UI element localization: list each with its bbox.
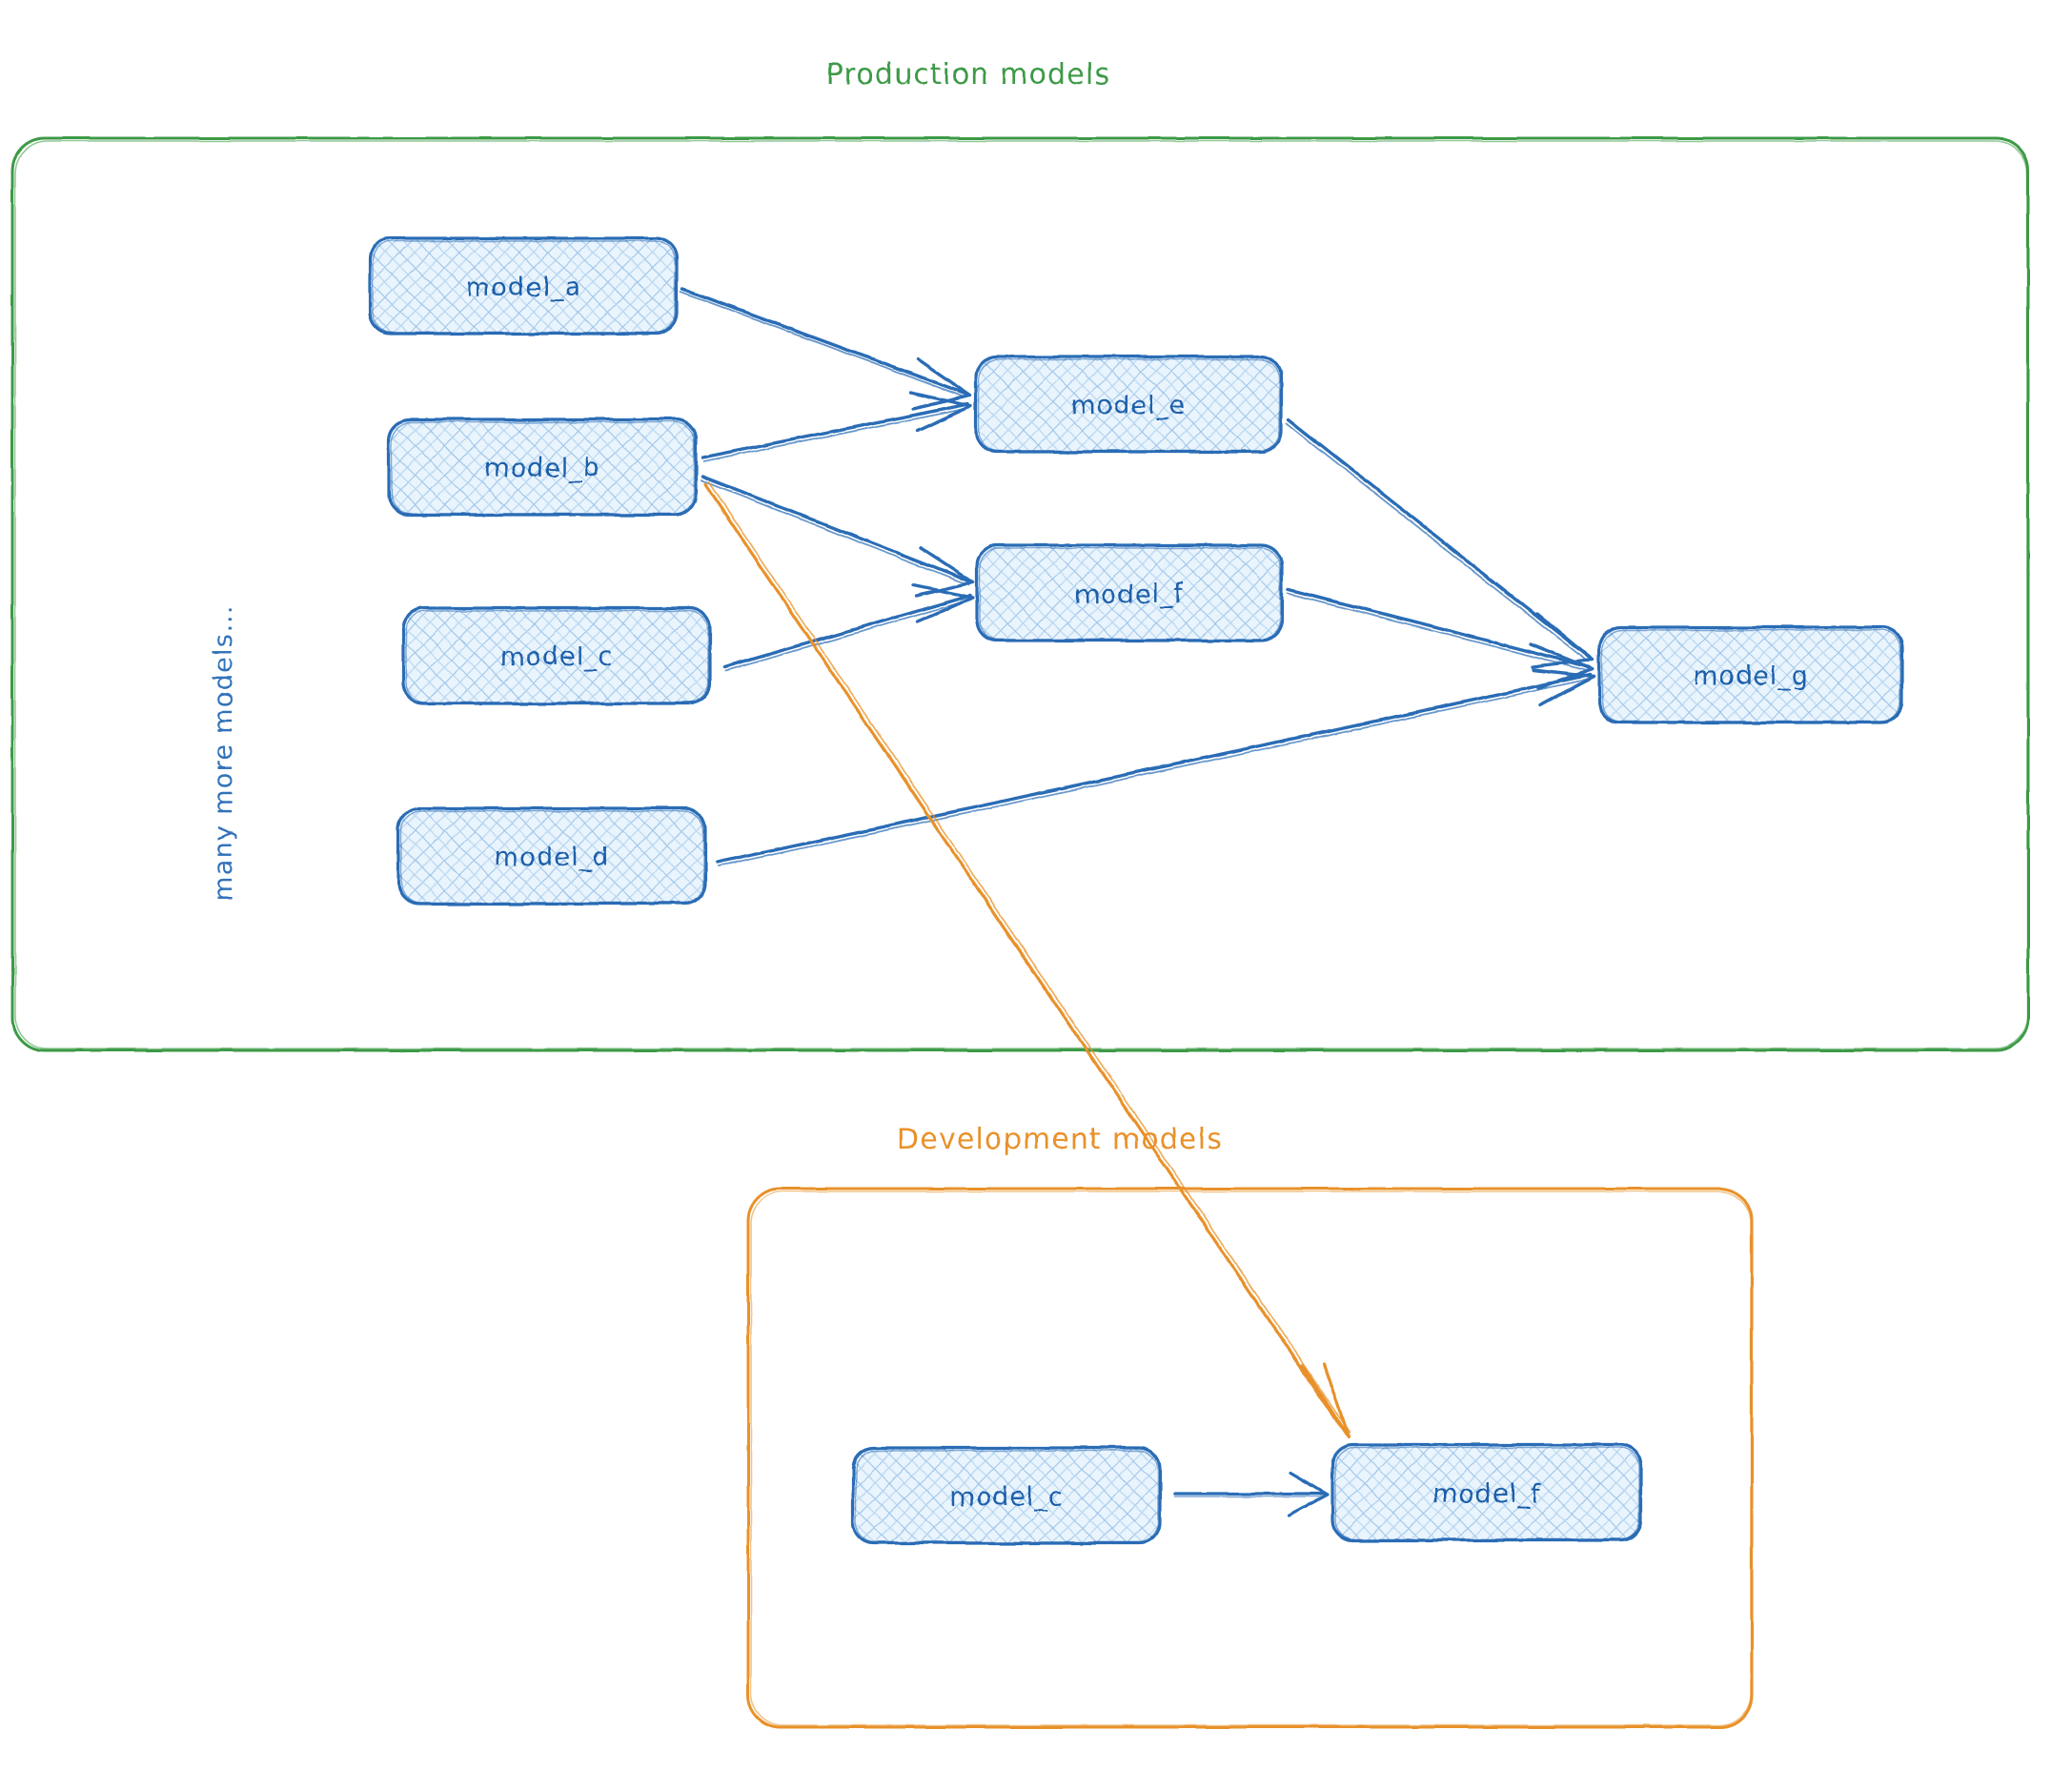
development-group-title: Development models — [897, 1123, 1223, 1156]
node-prod_model_f[interactable]: model_f — [975, 543, 1284, 642]
node-prod_model_e[interactable]: model_e — [974, 355, 1283, 454]
node-border — [851, 1446, 1162, 1545]
production-group-border-sketch — [14, 140, 2028, 1049]
node-dev_model_f[interactable]: model_f — [1331, 1443, 1643, 1542]
node-border-sketch — [979, 547, 1281, 641]
edge-c-to-f — [722, 583, 975, 672]
node-fill — [977, 545, 1282, 641]
edge-f-to-g — [1287, 587, 1595, 690]
node-border — [975, 543, 1284, 642]
node-border — [401, 606, 712, 705]
edge-b-to-dev-model-f — [703, 481, 1351, 1439]
node-dev_model_c[interactable]: model_c — [851, 1446, 1162, 1545]
node-fill — [1599, 627, 1902, 723]
node-fill — [1332, 1445, 1641, 1540]
edge-devc-to-devf — [1172, 1471, 1330, 1517]
edges-layer — [680, 287, 1595, 1517]
edge-a-to-e — [680, 287, 972, 411]
node-border — [396, 806, 707, 906]
node-border-sketch — [978, 358, 1280, 452]
node-fill — [370, 238, 677, 334]
edge-d-to-g — [715, 668, 1595, 867]
node-border — [974, 355, 1283, 454]
group-container-production — [10, 136, 2030, 1052]
node-label: model_d — [494, 843, 610, 872]
node-prod_model_d[interactable]: model_d — [396, 806, 707, 906]
node-prod_model_b[interactable]: model_b — [387, 417, 698, 517]
node-label: model_f — [1432, 1479, 1542, 1509]
node-label: model_c — [499, 642, 613, 672]
node-border — [1597, 625, 1904, 724]
node-fill — [976, 356, 1281, 452]
development-group-border — [746, 1187, 1754, 1729]
node-border-sketch — [855, 1450, 1159, 1543]
node-label: model_e — [1070, 391, 1186, 420]
production-group-title: Production models — [826, 58, 1111, 92]
node-label: model_f — [1075, 580, 1185, 609]
node-label: model_c — [949, 1482, 1063, 1512]
node-border-sketch — [1601, 629, 1901, 723]
nodes-layer: model_a model_b model_c model_d model_emodel… — [368, 236, 1904, 1545]
node-fill — [389, 419, 696, 515]
node-border — [1331, 1443, 1643, 1542]
node-prod_model_c[interactable]: model_c — [401, 606, 712, 705]
node-border-sketch — [391, 421, 695, 515]
node-border-sketch — [1334, 1447, 1640, 1540]
node-border-sketch — [372, 240, 676, 334]
node-fill — [398, 808, 705, 904]
node-label: model_g — [1693, 662, 1809, 691]
node-fill — [403, 608, 710, 703]
development-group-border-sketch — [750, 1191, 1752, 1726]
node-border-sketch — [400, 810, 704, 904]
node-fill — [853, 1448, 1160, 1543]
node-label: model_b — [484, 454, 600, 483]
edge-b-to-f — [701, 475, 975, 598]
group-container-development — [746, 1187, 1754, 1729]
node-label: model_a — [465, 273, 580, 302]
node-prod_model_a[interactable]: model_a — [368, 236, 679, 336]
node-border — [368, 236, 679, 336]
many-more-models-note: many more models... — [209, 604, 238, 902]
production-group-border — [10, 136, 2030, 1052]
node-border-sketch — [405, 610, 709, 703]
node-border — [387, 417, 698, 517]
edge-b-to-e — [701, 391, 973, 462]
node-prod_model_g[interactable]: model_g — [1597, 625, 1904, 724]
edge-e-to-g — [1286, 417, 1595, 669]
